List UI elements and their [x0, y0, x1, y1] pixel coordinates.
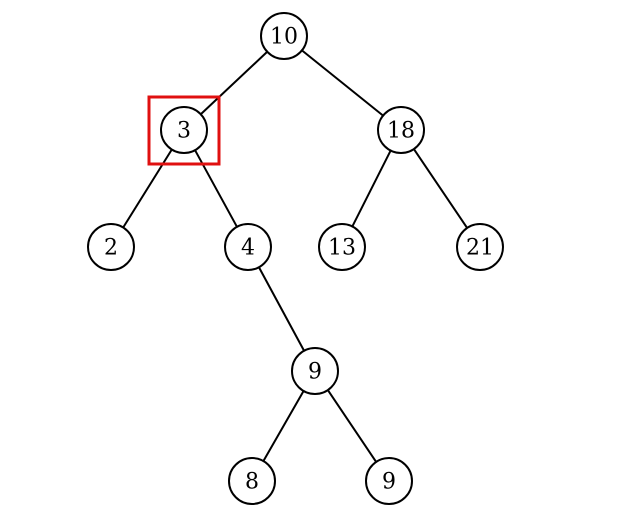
node-label: 13 [328, 236, 356, 261]
tree-node: 13 [318, 223, 366, 271]
tree-node: 9 [291, 347, 339, 395]
tree-node: 3 [160, 106, 208, 154]
tree-edge [199, 50, 269, 116]
node-label: 8 [245, 470, 259, 495]
node-circle [160, 106, 208, 154]
node-label: 4 [241, 236, 255, 261]
node-label: 10 [270, 25, 298, 50]
node-label: 18 [387, 119, 415, 144]
tree-edge [300, 49, 385, 117]
tree-edge [412, 148, 469, 229]
tree-edge [194, 149, 238, 228]
node-circle [228, 457, 276, 505]
tree-node: 4 [224, 223, 272, 271]
node-circle [365, 457, 413, 505]
node-label: 9 [382, 470, 396, 495]
node-circle [456, 223, 504, 271]
node-circle [291, 347, 339, 395]
node-circle [377, 106, 425, 154]
tree-edge [326, 389, 378, 463]
tree-edge [262, 389, 305, 463]
tree-edge [351, 149, 392, 228]
tree-node: 2 [87, 223, 135, 271]
tree-node: 10 [260, 12, 308, 60]
node-circle [318, 223, 366, 271]
tree-node: 8 [228, 457, 276, 505]
node-label: 2 [104, 236, 118, 261]
highlight-box [147, 95, 221, 166]
tree-node: 9 [365, 457, 413, 505]
node-circle [87, 223, 135, 271]
node-circle [260, 12, 308, 60]
node-circle [224, 223, 272, 271]
node-label: 3 [177, 119, 191, 144]
highlight-layer [147, 95, 221, 166]
tree-edge [257, 266, 306, 352]
tree-node: 18 [377, 106, 425, 154]
tree-nodes: 10 3 18 2 4 13 21 9 8 9 [87, 12, 504, 505]
node-label: 9 [308, 360, 322, 385]
tree-node: 21 [456, 223, 504, 271]
node-label: 21 [466, 236, 494, 261]
